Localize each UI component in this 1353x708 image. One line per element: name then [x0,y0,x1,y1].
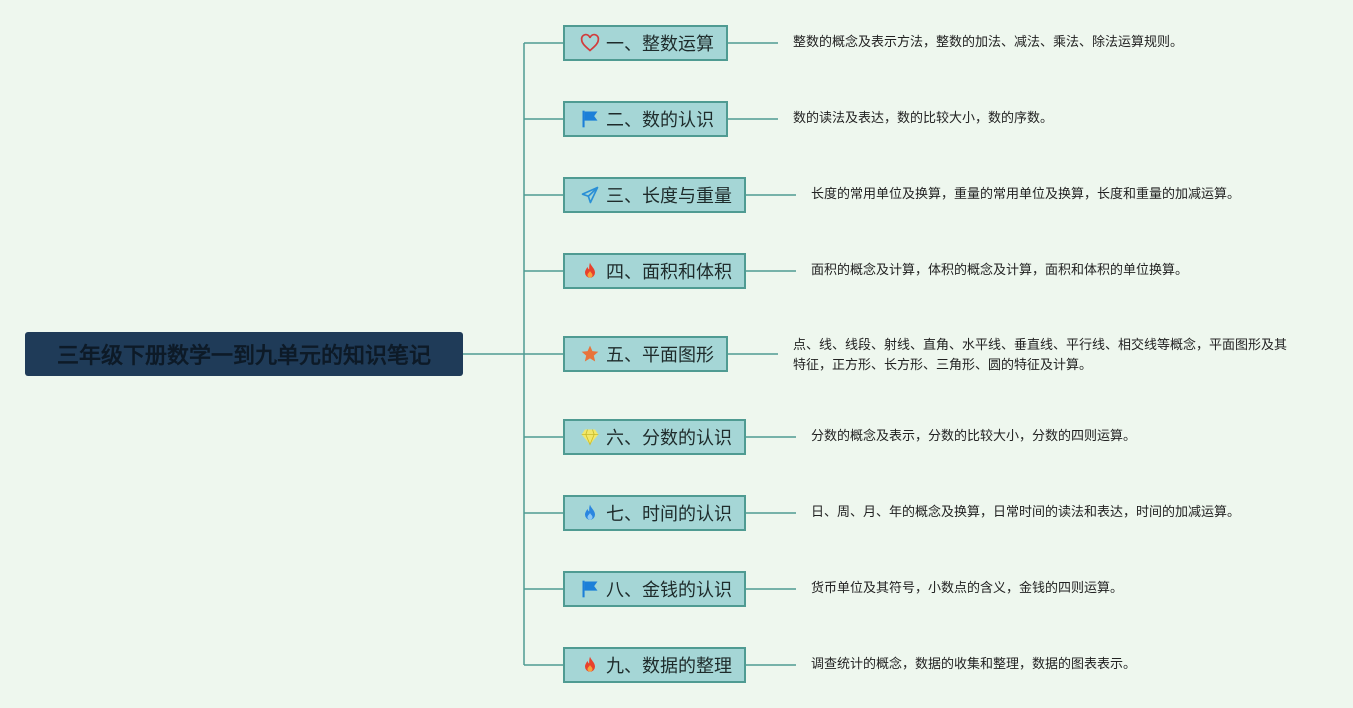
branch-label: 九、数据的整理 [606,656,732,677]
branch-node-4[interactable]: 四、面积和体积 [563,253,746,289]
branch-node-7[interactable]: 七、时间的认识 [563,495,746,531]
branch-node-1[interactable]: 一、整数运算 [563,25,728,61]
branch-label: 八、金钱的认识 [606,580,732,601]
fire-icon [580,261,600,281]
branch-label: 三、长度与重量 [606,186,732,207]
root-topic[interactable]: 三年级下册数学一到九单元的知识笔记 [25,332,463,376]
branch-description: 货币单位及其符号，小数点的含义，金钱的四则运算。 [811,581,1124,596]
branch-label: 六、分数的认识 [606,428,732,449]
branch-description: 数的读法及表达，数的比较大小，数的序数。 [793,111,1054,126]
flag-icon [580,579,600,599]
branch-label: 一、整数运算 [606,34,714,55]
branch-description: 日、周、月、年的概念及换算，日常时间的读法和表达，时间的加减运算。 [811,505,1241,520]
drop-flame-icon [580,503,600,523]
paper-plane-icon [580,185,600,205]
branch-label: 四、面积和体积 [606,262,732,283]
fire-icon [580,655,600,675]
branch-label: 五、平面图形 [606,345,714,366]
flag-icon [580,109,600,129]
branch-description: 点、线、线段、射线、直角、水平线、垂直线、平行线、相交线等概念，平面图形及其特征… [793,338,1288,373]
heart-icon [580,33,600,53]
branch-description: 分数的概念及表示，分数的比较大小，分数的四则运算。 [811,429,1137,444]
branch-description: 调查统计的概念，数据的收集和整理，数据的图表表示。 [811,657,1137,672]
branch-node-3[interactable]: 三、长度与重量 [563,177,746,213]
gem-icon [580,427,600,447]
branch-node-6[interactable]: 六、分数的认识 [563,419,746,455]
root-title: 三年级下册数学一到九单元的知识笔记 [56,344,431,369]
star-icon [580,344,600,364]
branch-label: 二、数的认识 [606,110,714,131]
branch-node-5[interactable]: 五、平面图形 [563,336,728,372]
branch-node-9[interactable]: 九、数据的整理 [563,647,746,683]
branch-label: 七、时间的认识 [606,504,732,525]
branch-description: 长度的常用单位及换算，重量的常用单位及换算，长度和重量的加减运算。 [811,187,1241,202]
branch-node-2[interactable]: 二、数的认识 [563,101,728,137]
branch-description: 整数的概念及表示方法，整数的加法、减法、乘法、除法运算规则。 [793,35,1184,50]
branch-description: 面积的概念及计算，体积的概念及计算，面积和体积的单位换算。 [811,263,1189,278]
branch-node-8[interactable]: 八、金钱的认识 [563,571,746,607]
